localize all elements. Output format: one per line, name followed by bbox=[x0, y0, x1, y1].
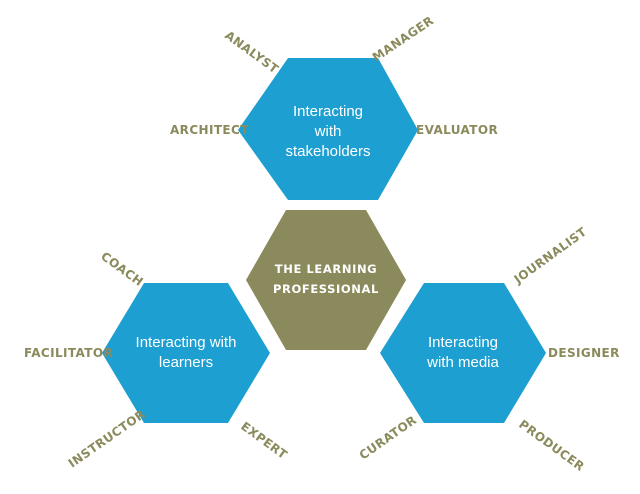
role-instructor: INSTRUCTOR bbox=[66, 407, 148, 471]
learners-line-1: Interacting with bbox=[136, 334, 237, 351]
role-manager: MANAGER bbox=[370, 13, 436, 64]
role-curator: CURATOR bbox=[357, 413, 420, 463]
center-line-2: PROFESSIONAL bbox=[273, 282, 379, 296]
hexagon-learners: Interacting with learners bbox=[102, 283, 270, 423]
stakeholders-line-2: with bbox=[314, 123, 342, 140]
role-facilitator: FACILITATOR bbox=[24, 346, 113, 360]
hexagon-center: THE LEARNING PROFESSIONAL bbox=[246, 210, 406, 350]
role-analyst: ANALYST bbox=[222, 28, 281, 76]
role-coach: COACH bbox=[98, 249, 146, 289]
role-expert: EXPERT bbox=[238, 419, 290, 462]
learners-line-2: learners bbox=[159, 354, 213, 371]
role-architect: ARCHITECT bbox=[170, 123, 249, 137]
media-line-1: Interacting bbox=[428, 334, 498, 351]
role-journalist: JOURNALIST bbox=[511, 224, 590, 287]
role-evaluator: EVALUATOR bbox=[416, 123, 498, 137]
stakeholders-line-3: stakeholders bbox=[285, 143, 370, 160]
hexagon-stakeholders: Interacting with stakeholders bbox=[238, 58, 418, 200]
center-line-1: THE LEARNING bbox=[275, 262, 377, 276]
role-designer: DESIGNER bbox=[548, 346, 620, 360]
media-line-2: with media bbox=[426, 354, 499, 371]
hexagon-media: Interacting with media bbox=[380, 283, 546, 423]
role-producer: PRODUCER bbox=[516, 417, 587, 474]
stakeholders-line-1: Interacting bbox=[293, 103, 363, 120]
